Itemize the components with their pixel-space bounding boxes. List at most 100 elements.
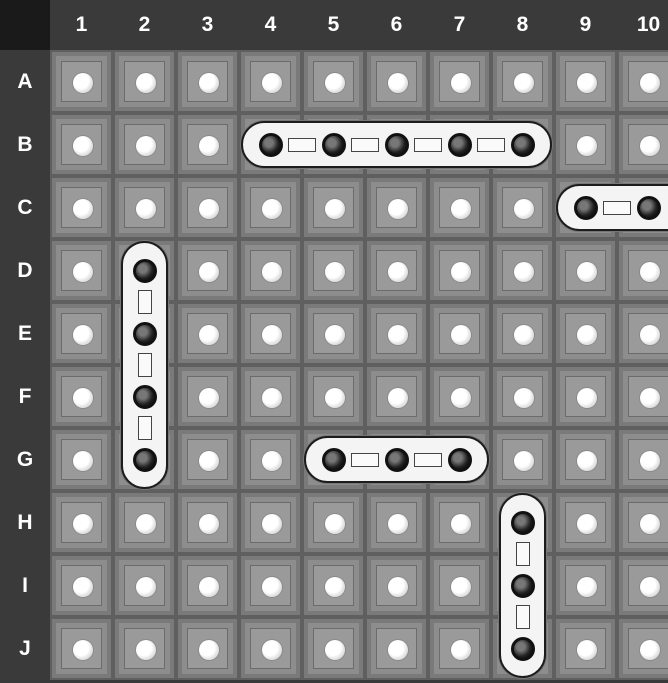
board-cell-F10[interactable] [617,365,668,428]
board-cell-B3[interactable] [176,113,239,176]
board-cell-A7[interactable] [428,50,491,113]
white-peg-icon [262,73,282,93]
board-cell-G8[interactable] [491,428,554,491]
board-cell-A1[interactable] [50,50,113,113]
board-cell-C2[interactable] [113,176,176,239]
board-cell-C4[interactable] [239,176,302,239]
hit-peg-icon [574,196,598,220]
board-cell-B1[interactable] [50,113,113,176]
board-cell-I3[interactable] [176,554,239,617]
board-cell-G3[interactable] [176,428,239,491]
white-peg-icon [325,514,345,534]
board-cell-J1[interactable] [50,617,113,680]
board-cell-D3[interactable] [176,239,239,302]
white-peg-icon [640,514,660,534]
board-cell-I10[interactable] [617,554,668,617]
board-cell-F4[interactable] [239,365,302,428]
board-cell-A5[interactable] [302,50,365,113]
board-cell-E10[interactable] [617,302,668,365]
white-peg-icon [451,262,471,282]
board-cell-G9[interactable] [554,428,617,491]
board-cell-F8[interactable] [491,365,554,428]
board-cell-D1[interactable] [50,239,113,302]
board-cell-A6[interactable] [365,50,428,113]
board-cell-F5[interactable] [302,365,365,428]
column-label: 2 [113,0,176,50]
board-cell-J7[interactable] [428,617,491,680]
board-cell-B2[interactable] [113,113,176,176]
board-cell-D5[interactable] [302,239,365,302]
board-cell-I6[interactable] [365,554,428,617]
board-cell-G4[interactable] [239,428,302,491]
board-cell-E3[interactable] [176,302,239,365]
ship-deck-detail [414,453,442,467]
board-cell-J5[interactable] [302,617,365,680]
board-cell-A9[interactable] [554,50,617,113]
board-cell-J3[interactable] [176,617,239,680]
board-cell-A10[interactable] [617,50,668,113]
board-cell-H7[interactable] [428,491,491,554]
board-cell-H1[interactable] [50,491,113,554]
ship-deck-detail [603,201,631,215]
board-cell-J10[interactable] [617,617,668,680]
hit-peg-icon [511,574,535,598]
board-cell-C3[interactable] [176,176,239,239]
board-cell-I4[interactable] [239,554,302,617]
board-cell-E6[interactable] [365,302,428,365]
board-cell-I7[interactable] [428,554,491,617]
board-cell-A2[interactable] [113,50,176,113]
ship-deck-detail [516,542,530,566]
board-cell-E7[interactable] [428,302,491,365]
board-cell-J6[interactable] [365,617,428,680]
board-cell-F7[interactable] [428,365,491,428]
board-cell-B9[interactable] [554,113,617,176]
board-cell-H3[interactable] [176,491,239,554]
board-cell-E1[interactable] [50,302,113,365]
white-peg-icon [136,199,156,219]
row-label: B [0,113,50,176]
board-cell-E4[interactable] [239,302,302,365]
board-cell-H6[interactable] [365,491,428,554]
board-cell-A4[interactable] [239,50,302,113]
board-cell-C8[interactable] [491,176,554,239]
board-cell-D4[interactable] [239,239,302,302]
board-cell-F9[interactable] [554,365,617,428]
board-cell-I2[interactable] [113,554,176,617]
board-cell-D8[interactable] [491,239,554,302]
board-cell-C6[interactable] [365,176,428,239]
board-cell-E8[interactable] [491,302,554,365]
board-cell-J4[interactable] [239,617,302,680]
board-cell-A3[interactable] [176,50,239,113]
board-cell-C5[interactable] [302,176,365,239]
white-peg-icon [199,199,219,219]
white-peg-icon [199,325,219,345]
board-cell-F6[interactable] [365,365,428,428]
board-cell-I5[interactable] [302,554,365,617]
board-cell-H4[interactable] [239,491,302,554]
board-cell-I1[interactable] [50,554,113,617]
board-cell-D10[interactable] [617,239,668,302]
board-cell-H10[interactable] [617,491,668,554]
board-cell-C1[interactable] [50,176,113,239]
board-cell-H2[interactable] [113,491,176,554]
board-cell-E5[interactable] [302,302,365,365]
board-cell-H5[interactable] [302,491,365,554]
board-cell-J9[interactable] [554,617,617,680]
board-cell-H9[interactable] [554,491,617,554]
board-cell-F3[interactable] [176,365,239,428]
board-cell-F1[interactable] [50,365,113,428]
board-cell-D6[interactable] [365,239,428,302]
board-cell-C7[interactable] [428,176,491,239]
row-label: D [0,239,50,302]
board-cell-G1[interactable] [50,428,113,491]
board-cell-E9[interactable] [554,302,617,365]
white-peg-icon [451,388,471,408]
board-cell-A8[interactable] [491,50,554,113]
board-cell-I9[interactable] [554,554,617,617]
board-cell-J2[interactable] [113,617,176,680]
column-label: 10 [617,0,668,50]
board-cell-B10[interactable] [617,113,668,176]
board-cell-D9[interactable] [554,239,617,302]
board-cell-G10[interactable] [617,428,668,491]
board-cell-D7[interactable] [428,239,491,302]
